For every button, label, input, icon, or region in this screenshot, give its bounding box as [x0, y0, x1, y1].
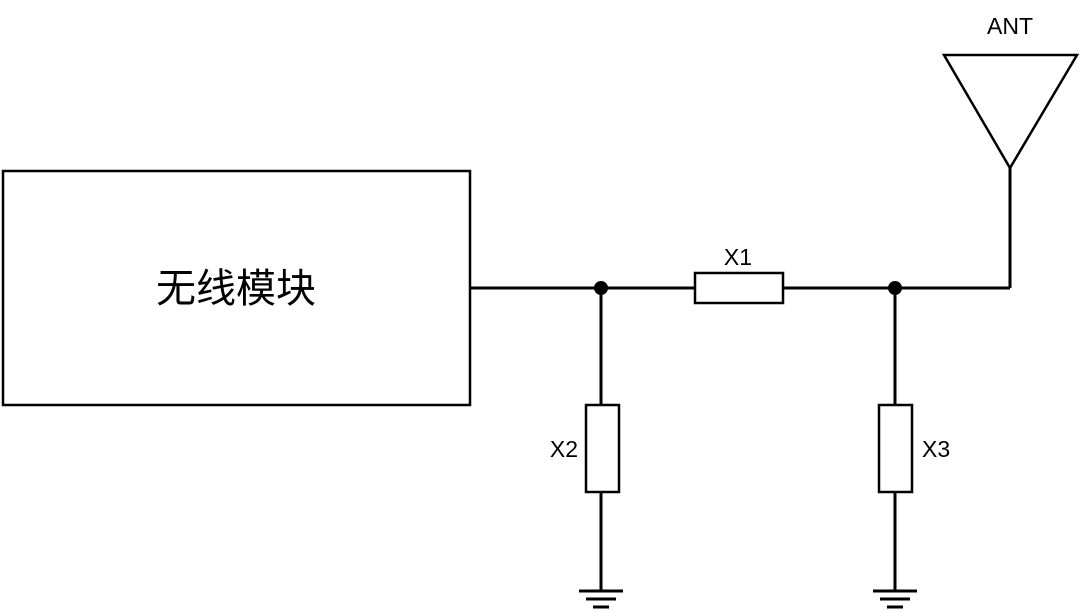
component-x3: X3 — [877, 288, 950, 590]
antenna-triangle — [941, 53, 1080, 171]
component-x1: X1 — [693, 244, 785, 305]
component-x1-label: X1 — [724, 244, 752, 270]
wireless-module-label: 无线模块 — [156, 266, 316, 312]
component-x2-label: X2 — [550, 436, 578, 462]
component-x3-label: X3 — [922, 436, 950, 462]
wireless-module: 无线模块 — [1, 169, 472, 407]
ground-icon — [873, 589, 917, 609]
ground-icon — [579, 589, 623, 609]
wireless-module-box — [1, 169, 472, 407]
antenna-label: ANT — [987, 13, 1033, 39]
component-x2-body — [584, 403, 621, 494]
component-x3-body — [877, 403, 914, 494]
component-x2: X2 — [550, 288, 621, 590]
antenna-icon: ANT — [941, 13, 1080, 171]
component-x1-body — [693, 271, 785, 305]
